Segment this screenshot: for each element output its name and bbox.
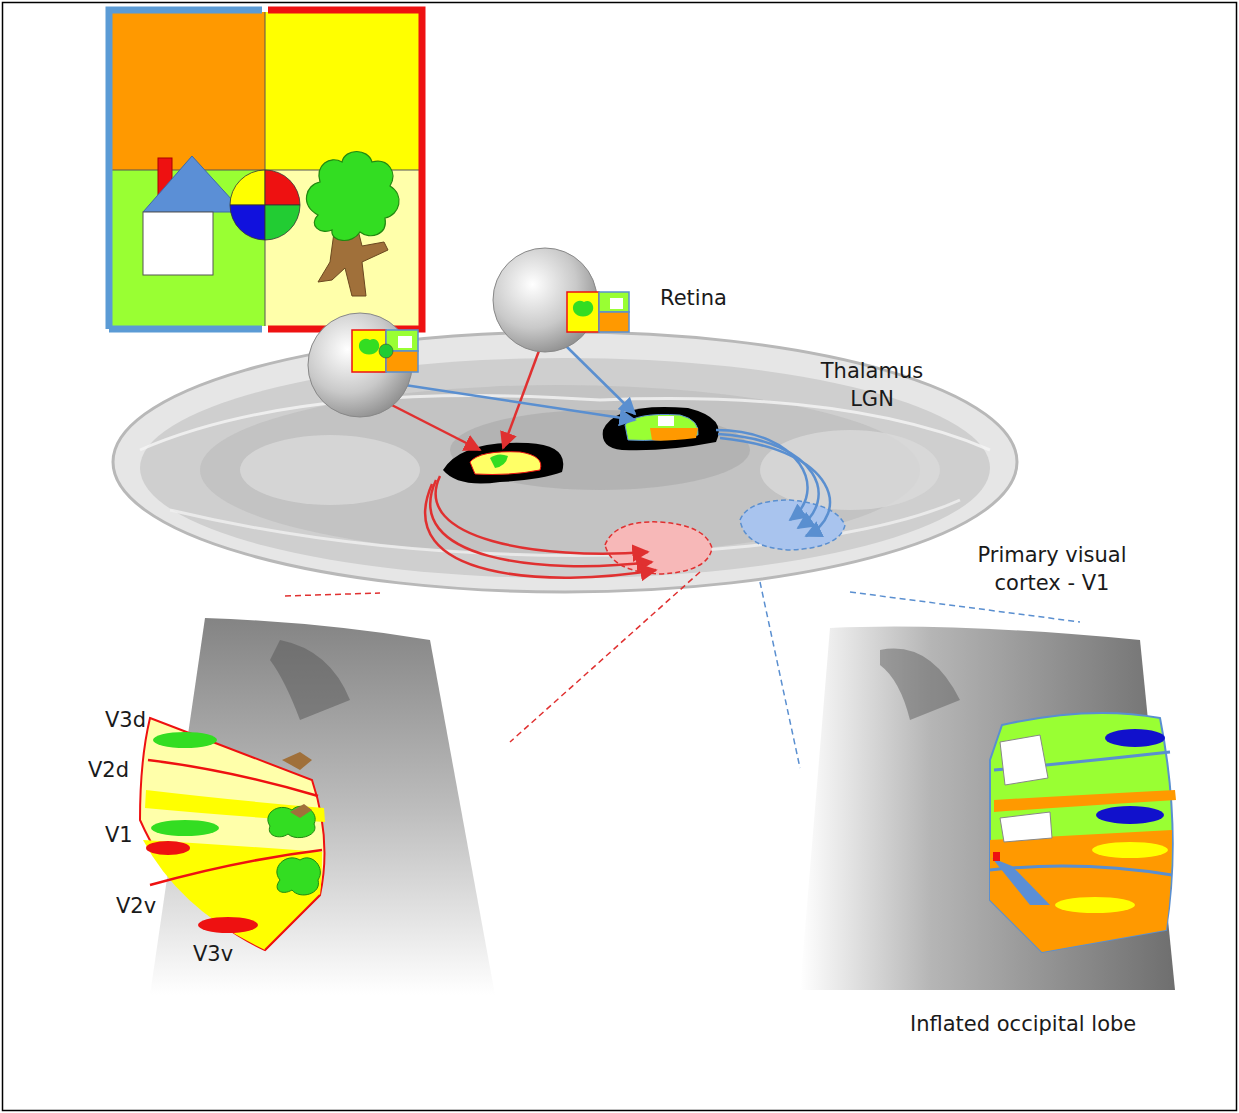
fixation-quadrant — [265, 205, 300, 240]
brain-slice — [113, 332, 1017, 592]
label-holder: V1 — [105, 821, 133, 849]
fixation-quadrant — [265, 170, 300, 205]
optic-radiation — [716, 430, 808, 520]
meridian — [265, 12, 266, 326]
optic-fiber — [385, 382, 635, 420]
retinotopic-map-left — [990, 713, 1176, 952]
lgn-map — [625, 414, 698, 440]
lgn-map — [650, 428, 698, 441]
label-holder: Thalamus LGN — [807, 357, 937, 413]
area-border — [265, 895, 320, 950]
map-outline — [990, 713, 1173, 952]
map-tree — [290, 804, 312, 818]
optic-fiber — [565, 345, 635, 414]
area-label: V2v — [116, 892, 156, 920]
field-quadrant — [265, 12, 421, 170]
area-label: V3d — [105, 706, 146, 734]
slice-tissue — [200, 385, 920, 555]
house-roof — [143, 156, 243, 212]
label-holder: Retina — [660, 284, 727, 312]
map-patch — [146, 841, 190, 855]
area-label: V3v — [193, 940, 233, 968]
label-holder: V2v — [116, 892, 156, 920]
label-holder: V2d — [88, 756, 129, 784]
map-outline — [140, 718, 325, 950]
optic-radiation — [425, 484, 656, 578]
lgn-left — [603, 407, 719, 450]
map-lower-field — [143, 840, 322, 950]
lgn-map-tree — [490, 454, 508, 468]
map-lower-field — [990, 830, 1172, 952]
eye — [493, 248, 629, 352]
optic-radiation — [720, 438, 830, 536]
zoom-line — [510, 572, 700, 742]
retina-image — [567, 292, 599, 332]
map-patch — [198, 917, 258, 933]
slice-outline — [113, 332, 1017, 592]
retina-house — [398, 336, 412, 348]
map-tree — [282, 752, 312, 770]
map-patch — [153, 732, 217, 748]
retina-image — [599, 292, 629, 312]
area-label: V1 — [105, 821, 133, 849]
label-holder: V3d — [105, 706, 146, 734]
lgn-right — [443, 443, 563, 484]
occipital-slice — [880, 649, 960, 720]
left-field-border — [109, 326, 262, 333]
optic-radiation — [436, 476, 648, 554]
fixation-quadrant — [230, 205, 265, 240]
label-holder: Primary visual cortex - V1 — [957, 541, 1147, 597]
map-tree — [277, 858, 320, 895]
map-patch — [1055, 897, 1135, 913]
map-roof — [992, 858, 1050, 905]
visual-field — [109, 10, 422, 329]
fixation-quadrant — [230, 170, 265, 205]
house-body — [143, 212, 213, 275]
optic-fiber — [378, 398, 480, 450]
map-patch — [1105, 729, 1165, 747]
retina-label: Retina — [660, 284, 727, 312]
map-patch — [1096, 806, 1164, 824]
retinotopic-map-right — [140, 718, 325, 950]
zoom-line — [760, 582, 800, 768]
map-patch — [1092, 842, 1168, 858]
field-quadrant — [110, 12, 265, 170]
frame — [3, 3, 1237, 1111]
slice-tissue — [760, 430, 940, 510]
retina-house — [610, 298, 623, 309]
lobe-label: Inflated occipital lobe — [910, 1010, 1136, 1038]
zoom-line — [285, 593, 380, 596]
lgn-map-house — [658, 416, 674, 426]
map-house — [1000, 812, 1052, 842]
retina-image — [599, 312, 629, 332]
retina-tree — [359, 339, 379, 355]
optic-fiber — [503, 348, 540, 448]
zoom-line — [850, 592, 1080, 622]
v1-right-hemisphere — [605, 522, 712, 574]
map-house — [1000, 735, 1048, 785]
eye — [308, 313, 418, 417]
occipital-slice — [270, 640, 350, 720]
slice-tissue — [240, 435, 420, 505]
label-holder: Inflated occipital lobe — [910, 1010, 1136, 1038]
v1-label: Primary visual cortex - V1 — [957, 541, 1147, 597]
slice-tissue — [140, 358, 990, 578]
lgn-map — [470, 452, 541, 475]
retina-fixation — [379, 344, 393, 358]
retina-tree — [573, 301, 593, 317]
left-field-border — [109, 10, 262, 329]
area-label: V2d — [88, 756, 129, 784]
label-holder: V3v — [193, 940, 233, 968]
right-field-border — [268, 10, 422, 329]
slice-sulcus — [170, 500, 960, 555]
occipital-slice — [800, 627, 1175, 991]
map-chimney — [993, 852, 1000, 861]
lgn-label: Thalamus LGN — [807, 357, 937, 413]
tree-crown — [306, 152, 399, 241]
optic-radiation — [430, 480, 652, 566]
map-patch — [151, 820, 219, 836]
